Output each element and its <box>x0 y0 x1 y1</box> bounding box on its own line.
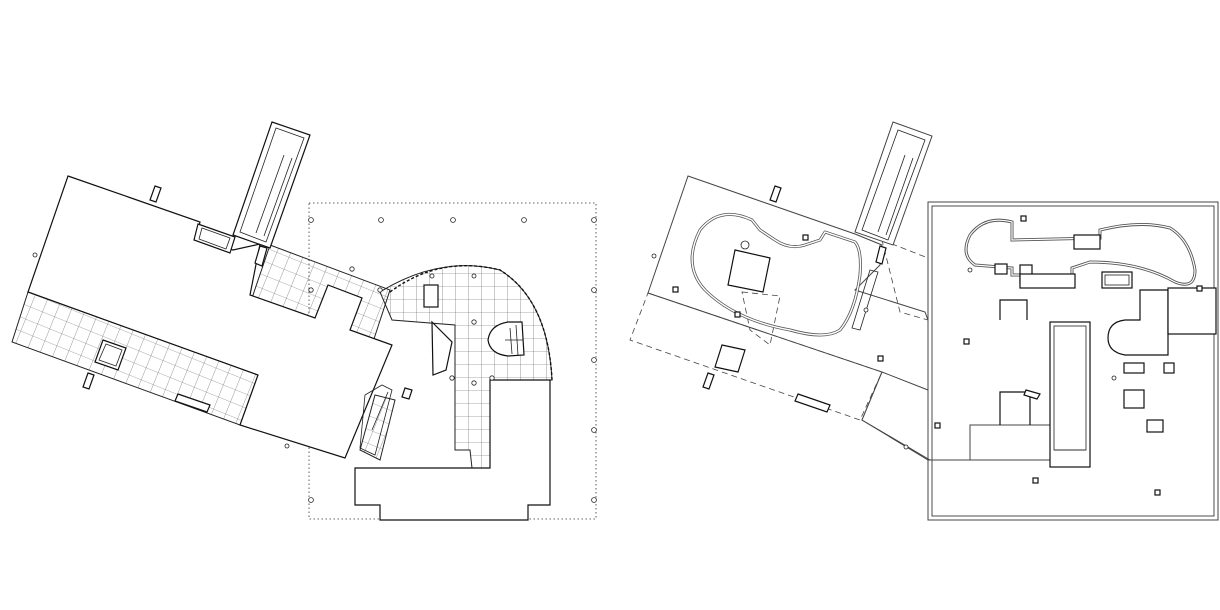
vent <box>802 234 809 241</box>
column <box>378 217 384 223</box>
roof-tower-line-2 <box>885 157 914 236</box>
column <box>521 217 527 223</box>
dashed-box <box>741 291 781 346</box>
spiral-stair <box>487 321 525 357</box>
roof-rounded-block <box>1107 289 1169 356</box>
bench-slot <box>174 393 211 413</box>
column <box>489 375 495 381</box>
curved-edge-dashed <box>389 264 553 381</box>
tower-line-2 <box>263 157 293 237</box>
roof-parapet <box>931 205 1215 517</box>
column <box>308 217 314 223</box>
column <box>308 497 314 503</box>
vent <box>734 311 741 318</box>
vent <box>1196 285 1203 292</box>
tower-outer <box>232 121 311 249</box>
slot-left <box>82 372 95 390</box>
column <box>591 497 597 503</box>
vent <box>1163 362 1175 374</box>
vent <box>1020 215 1027 222</box>
roof-side-box <box>1167 287 1217 335</box>
connector-dashed <box>881 239 929 321</box>
roof-tower-line-1 <box>877 154 906 233</box>
vent-circle <box>740 240 750 250</box>
roof-well-2 <box>999 391 1031 425</box>
lower-slab <box>861 371 1051 461</box>
roof-slot-right <box>875 245 887 265</box>
roof-box-2 <box>994 263 1008 275</box>
strip-line <box>371 391 389 431</box>
column <box>591 217 597 223</box>
rear-block <box>354 379 551 521</box>
column <box>591 357 597 363</box>
column <box>471 380 477 386</box>
roof-slot-left <box>702 372 715 390</box>
tower-base-inner <box>198 227 231 250</box>
vent <box>863 307 869 313</box>
roof-well-1 <box>999 299 1028 320</box>
roof-well-tab <box>1023 389 1041 400</box>
skylight-inner <box>98 343 123 367</box>
stair-line-2 <box>509 327 513 355</box>
pier-box <box>423 284 439 308</box>
roof-box-5 <box>1101 271 1133 289</box>
column <box>591 427 597 433</box>
column <box>471 273 477 279</box>
roof-opening-square <box>727 249 771 293</box>
column <box>308 287 314 293</box>
roof-tower-outer <box>854 121 933 246</box>
column <box>591 287 597 293</box>
overhang-dashed <box>629 292 883 421</box>
skylight-square <box>94 339 127 371</box>
vent <box>672 286 679 293</box>
column <box>32 252 38 258</box>
slot-top <box>149 185 162 203</box>
column <box>449 375 455 381</box>
roof-plan <box>629 121 1219 521</box>
roof-tower-inner <box>861 129 926 241</box>
column <box>429 273 435 279</box>
ground-floor-plan <box>11 121 597 521</box>
roof-box-4 <box>1019 273 1076 289</box>
column <box>284 443 290 449</box>
column <box>450 217 456 223</box>
vent <box>967 267 973 273</box>
columns-left <box>32 217 597 503</box>
column <box>377 287 383 293</box>
roof-slot-top <box>769 185 782 203</box>
column <box>349 266 355 272</box>
vent <box>1154 489 1161 496</box>
vent <box>651 253 657 259</box>
vent <box>934 422 941 429</box>
vent <box>963 338 970 345</box>
vent <box>877 355 884 362</box>
slot-connector <box>254 245 268 267</box>
tower-base-box <box>193 223 236 254</box>
vent <box>1146 419 1164 433</box>
roof-bench-slot <box>794 393 831 413</box>
vent <box>1123 362 1145 374</box>
lower-skylight <box>714 344 746 373</box>
ramp-edge <box>851 269 879 331</box>
roof-vents <box>651 215 1203 496</box>
vent <box>1032 477 1039 484</box>
vent <box>1123 389 1145 409</box>
roof-long-element <box>1049 321 1091 468</box>
vent <box>903 444 909 450</box>
wedge-wall <box>431 320 453 376</box>
slot-small <box>401 387 413 400</box>
column <box>471 319 477 325</box>
tower-line-1 <box>255 154 285 234</box>
roof-box-1 <box>1073 234 1101 250</box>
roof-box-5-inner <box>1104 274 1130 286</box>
vent <box>1111 375 1117 381</box>
stair-strip <box>359 384 393 456</box>
stair-line-3 <box>515 324 519 356</box>
tower-inner <box>239 127 305 243</box>
